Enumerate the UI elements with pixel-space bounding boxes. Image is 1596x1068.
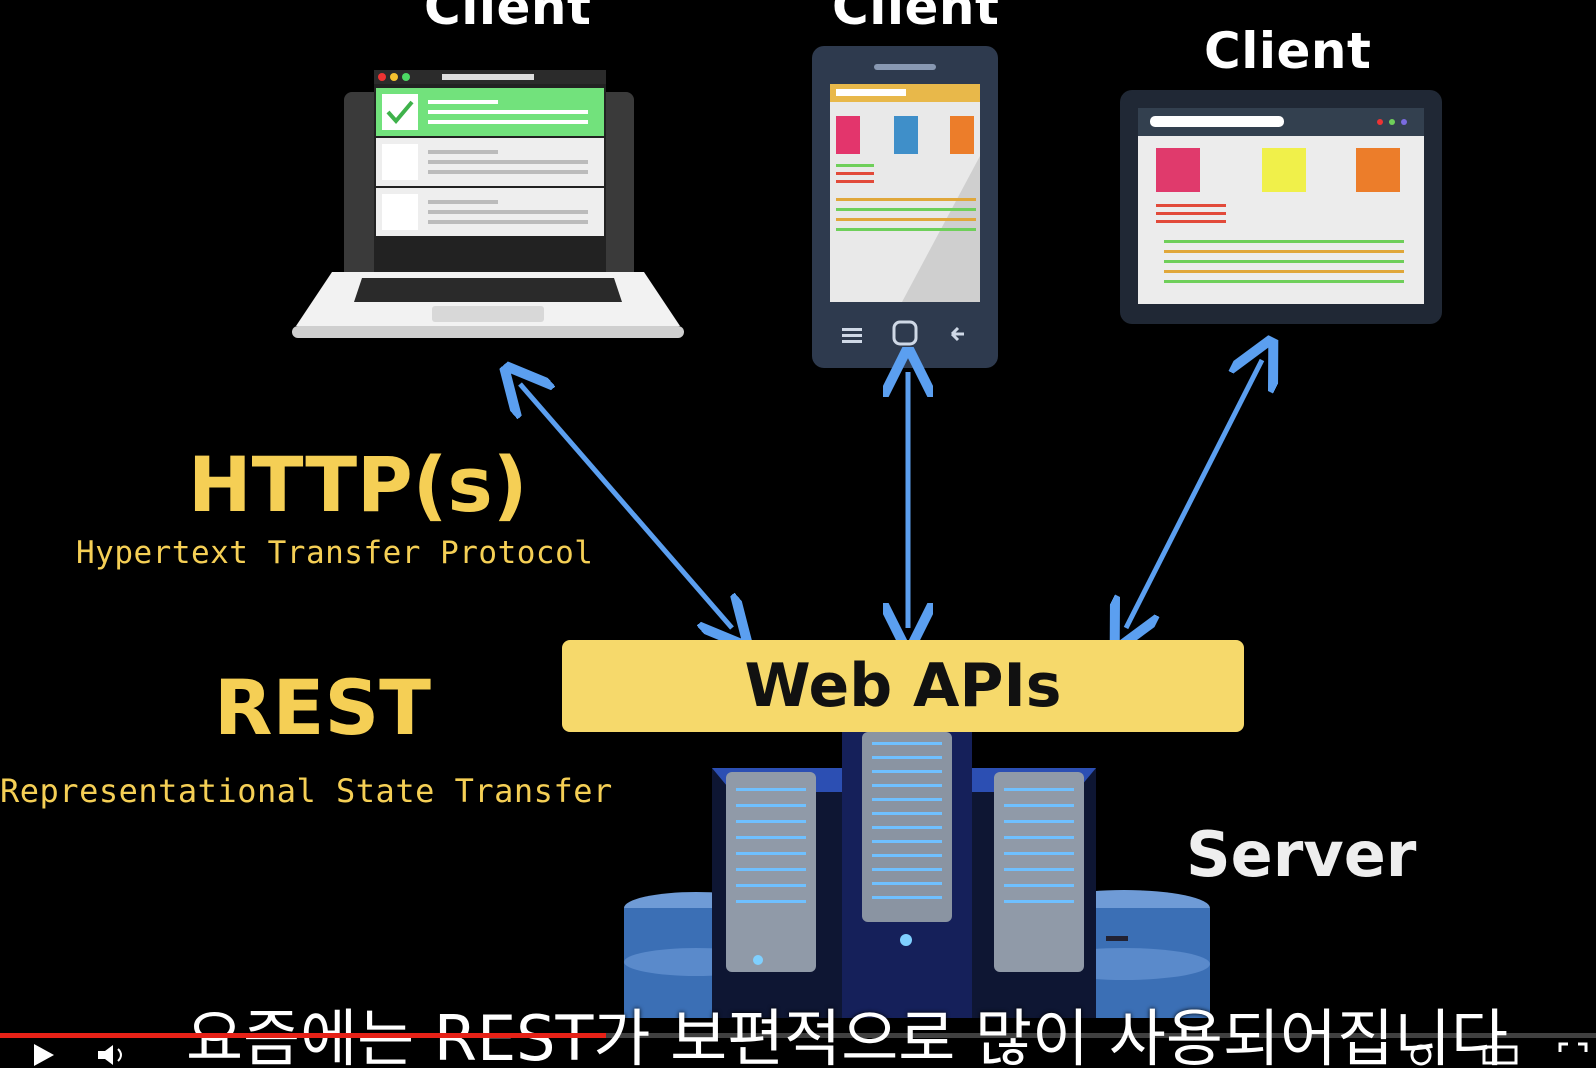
volume-icon[interactable] <box>96 1042 130 1068</box>
http-subtitle: Hypertext Transfer Protocol <box>76 535 594 571</box>
tablet-icon <box>1120 90 1442 324</box>
arrow-tablet <box>1126 360 1262 628</box>
client-label-tablet: Client <box>1204 22 1372 80</box>
server-label: Server <box>1186 818 1417 891</box>
client-label-phone: Client <box>832 0 1000 36</box>
player-controls <box>0 1040 1596 1068</box>
progress-bar[interactable] <box>0 1033 1596 1038</box>
server-rack-icon <box>624 732 1210 1018</box>
smartphone-icon <box>812 46 998 368</box>
settings-gear-icon[interactable] <box>1408 1042 1434 1068</box>
web-apis-bar: Web APIs <box>562 640 1244 732</box>
laptop-icon <box>292 70 684 338</box>
client-label-laptop: Client <box>424 0 592 36</box>
rest-subtitle: Representational State Transfer <box>0 772 613 810</box>
play-icon[interactable] <box>30 1042 58 1068</box>
progress-fill <box>0 1033 607 1038</box>
http-title: HTTP(s) <box>188 440 528 529</box>
web-apis-label: Web APIs <box>744 651 1062 721</box>
arrow-laptop <box>520 384 732 628</box>
fullscreen-icon[interactable] <box>1558 1042 1588 1068</box>
rest-title: REST <box>214 663 432 752</box>
theater-mode-icon[interactable] <box>1480 1042 1520 1068</box>
